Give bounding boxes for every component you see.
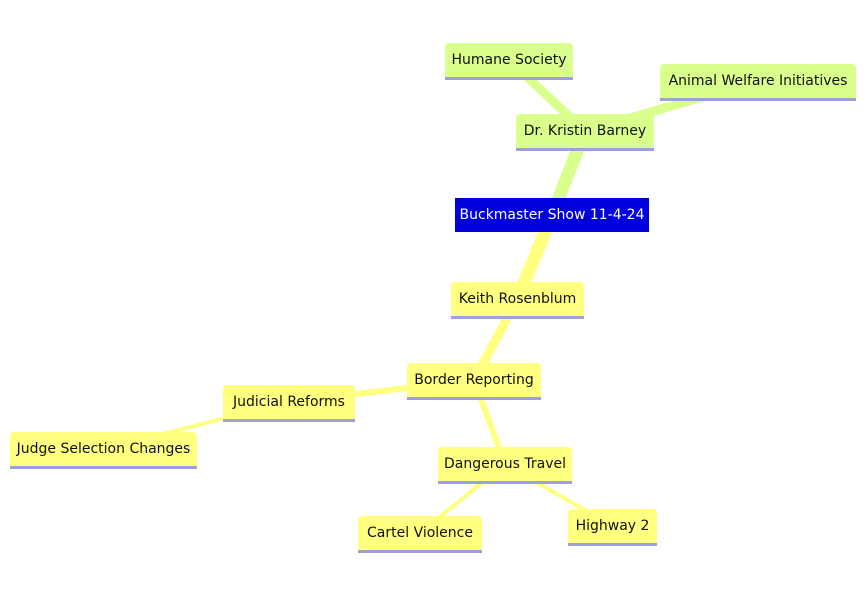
node-kristin-barney[interactable]: Dr. Kristin Barney [516, 114, 654, 151]
node-label: Animal Welfare Initiatives [668, 73, 848, 89]
mindmap-edges [101, 55, 763, 535]
node-judge-selection-changes[interactable]: Judge Selection Changes [10, 432, 197, 469]
node-label: Keith Rosenblum [458, 291, 577, 307]
node-label: Humane Society [451, 52, 567, 68]
node-label: Judge Selection Changes [16, 441, 191, 457]
node-root[interactable]: Buckmaster Show 11-4-24 [455, 198, 649, 232]
node-cartel-violence[interactable]: Cartel Violence [358, 516, 482, 553]
node-judicial-reforms[interactable]: Judicial Reforms [223, 385, 355, 422]
node-label: Buckmaster Show 11-4-24 [459, 207, 645, 223]
node-label: Dr. Kristin Barney [523, 123, 647, 139]
node-highway-2[interactable]: Highway 2 [568, 509, 657, 546]
node-keith-rosenblum[interactable]: Keith Rosenblum [451, 282, 584, 319]
node-label: Cartel Violence [367, 525, 473, 541]
node-label: Judicial Reforms [233, 394, 345, 410]
node-label: Highway 2 [575, 518, 650, 534]
node-label: Border Reporting [414, 372, 534, 388]
node-humane-society[interactable]: Humane Society [445, 43, 573, 80]
node-animal-welfare-initiatives[interactable]: Animal Welfare Initiatives [660, 64, 856, 101]
node-dangerous-travel[interactable]: Dangerous Travel [438, 447, 572, 484]
node-label: Dangerous Travel [444, 456, 566, 472]
node-border-reporting[interactable]: Border Reporting [407, 363, 541, 400]
